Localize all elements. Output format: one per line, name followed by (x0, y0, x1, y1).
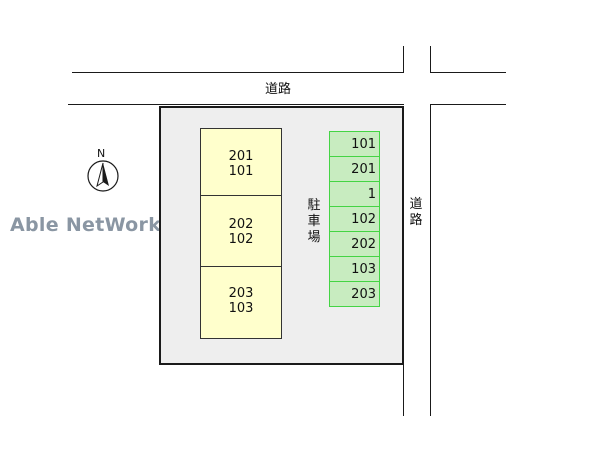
unit-label: 202 (228, 217, 254, 232)
road-top-lower-right-edge (430, 104, 506, 105)
road-top-upper-left-corner (403, 46, 404, 73)
parking-space: 103 (329, 256, 380, 282)
parking-space: 203 (329, 281, 380, 307)
building-block-2: 202 102 (200, 195, 282, 267)
parking-space-label: 203 (351, 287, 376, 302)
parking-space-label: 101 (351, 137, 376, 152)
building-block-1: 201 101 (200, 128, 282, 196)
parking-space: 102 (329, 206, 380, 232)
road-label-right: 道 路 (409, 197, 423, 228)
parking-space: 1 (329, 181, 380, 207)
parking-space-label: 202 (351, 237, 376, 252)
road-right-inner-edge (403, 360, 404, 416)
unit-label: 103 (228, 301, 254, 316)
north-compass: N (86, 148, 120, 194)
parking-space-label: 201 (351, 162, 376, 177)
parking-space: 201 (329, 156, 380, 182)
parking-space: 202 (329, 231, 380, 257)
parking-space-label: 103 (351, 262, 376, 277)
compass-letter: N (97, 147, 106, 160)
unit-label: 203 (228, 286, 254, 301)
road-label-top: 道路 (265, 82, 292, 97)
road-top-upper-left-edge (72, 72, 404, 73)
unit-label: 201 (228, 149, 254, 164)
road-top-lower-left-edge (68, 104, 404, 105)
road-top-upper-right-corner (430, 46, 431, 73)
building-block-3: 203 103 (200, 266, 282, 339)
unit-label: 102 (228, 232, 254, 247)
road-right-outer-edge (430, 104, 431, 416)
parking-area: 101 201 1 102 202 103 203 (329, 131, 380, 307)
parking-label: 駐 車 場 (307, 198, 321, 245)
parking-space: 101 (329, 131, 380, 157)
parking-space-label: 1 (367, 187, 376, 202)
parking-space-label: 102 (351, 212, 376, 227)
unit-label: 101 (228, 164, 254, 179)
watermark-text: Able NetWork (10, 214, 162, 236)
road-top-upper-right-edge (430, 72, 506, 73)
north-arrow-icon (87, 160, 119, 192)
